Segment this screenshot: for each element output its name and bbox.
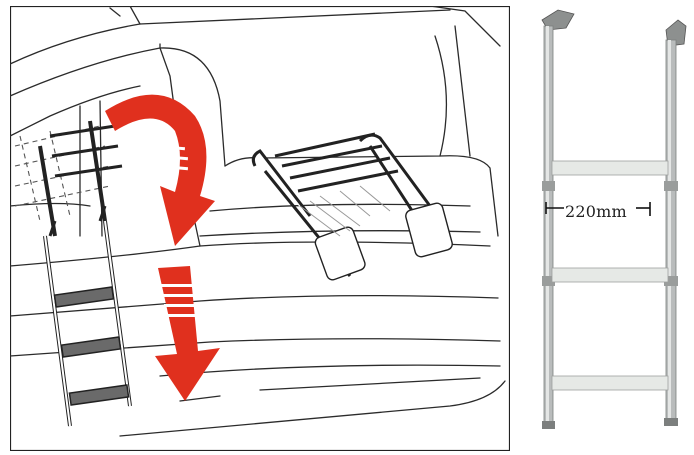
- ladder-stowed: [251, 132, 453, 281]
- step-2: [551, 267, 669, 283]
- step-1: [551, 160, 669, 176]
- width-dimension-marker: [545, 202, 651, 216]
- curved-arrow-upper: [105, 94, 215, 247]
- ladder-steps: [551, 160, 669, 391]
- boat-hull-outline: [10, 6, 506, 437]
- boat-ladder-illustration: [10, 6, 510, 451]
- right-foot: [664, 418, 678, 426]
- step-3: [551, 375, 669, 391]
- ladder-deployed: [38, 120, 132, 427]
- straight-arrow-lower: [155, 266, 220, 401]
- arrow-speed-stripes: [154, 144, 198, 317]
- telescopic-ladder-photo: [528, 6, 690, 451]
- left-foot: [542, 421, 555, 429]
- width-dimension-label: 220mm: [565, 202, 627, 221]
- folding-direction-arrows: [105, 94, 220, 401]
